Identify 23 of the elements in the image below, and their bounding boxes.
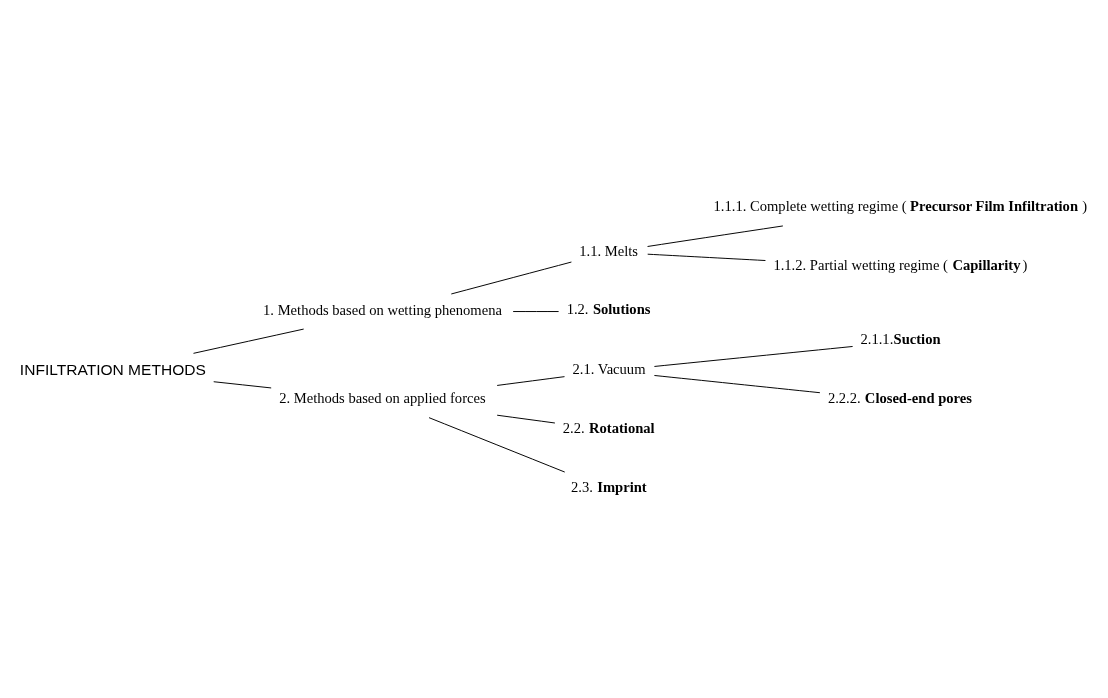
connector — [653, 346, 854, 367]
connector — [213, 381, 272, 389]
connector — [496, 376, 565, 386]
connector — [653, 375, 821, 394]
node-text: 2.1.1.Suction — [860, 331, 941, 348]
node-text: INFILTRATION METHODS — [19, 360, 206, 378]
node-text: 2.1. Vacuum — [572, 361, 646, 378]
connector — [193, 328, 305, 354]
connector — [512, 311, 560, 313]
node-text: 1. Methods based on wetting phenomena — [263, 301, 502, 318]
connector — [647, 253, 766, 261]
connector — [496, 414, 556, 424]
connector — [647, 225, 784, 247]
node-text: 2. Methods based on applied forces — [279, 390, 486, 407]
node-text: 1.2. Solutions — [566, 300, 651, 317]
node-text: 1.1.2. Partial wetting regime (Capillarity) — [773, 257, 1028, 274]
node-text: 1.1.1. Complete wetting regime (Precursor Film Infiltration) — [713, 197, 1088, 214]
connector — [450, 261, 572, 295]
node-text: 2.2. Rotational — [562, 419, 655, 436]
node-text: 1.1. Melts — [579, 242, 639, 259]
connector — [428, 417, 566, 473]
node-text: 2.3. Imprint — [571, 479, 647, 496]
node-text: 2.2.2. Closed-end pores — [827, 390, 972, 407]
